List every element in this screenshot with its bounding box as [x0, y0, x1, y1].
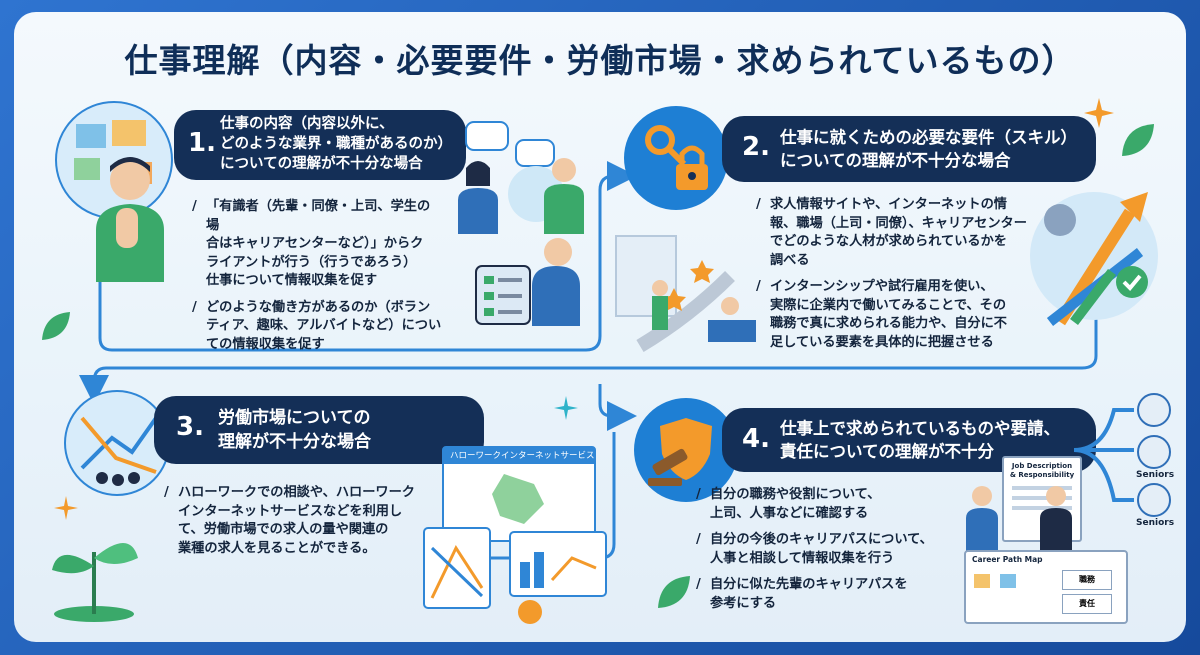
sparkle-icon [1084, 98, 1114, 128]
section1-banner: 1. 仕事の内容（内容以外に、 どのような業界・職種があるのか） についての理解… [174, 110, 466, 180]
section1-number: 1. [188, 128, 216, 158]
seniors-label-2: Seniors [1136, 518, 1175, 528]
leaf-icon [42, 312, 70, 340]
career-path-map-screen: Career Path Map 職務 責任 [964, 550, 1128, 624]
section4-bullet: 自分の今後のキャリアパスについて、 人事と相談して情報収集を行う [696, 531, 956, 568]
growth-arrows-illustration [1030, 192, 1158, 326]
section4-bullet: 自分の職務や役割について、 上司、人事などに確認する [696, 486, 956, 523]
section3-banner: 3. 労働市場についての 理解が不十分な場合 [154, 396, 484, 464]
sparkle-icon [554, 396, 578, 420]
speech-bubble-icon [515, 139, 555, 167]
section1-bullets: 「有識者（先輩・同僚・上司、学生の場 合はキャリアセンターなど）」からク ライア… [192, 198, 442, 362]
section3-bullet: ハローワークでの相談や、ハローワーク インターネットサービスなどを利用し て、労… [164, 484, 454, 558]
leaf-icon [658, 576, 690, 608]
page-title: 仕事理解（内容・必要要件・労働市場・求められているもの） [124, 41, 1076, 80]
sekinin-box: 責任 [1062, 594, 1112, 614]
leaf-icon [1122, 124, 1154, 156]
section2-heading: 仕事に就くための必要な要件（スキル） についての理解が不十分な場合 [780, 128, 1077, 170]
section4-bullets: 自分の職務や役割について、 上司、人事などに確認する 自分の今後のキャリアパスに… [696, 486, 956, 621]
map-icon [112, 120, 146, 146]
connector-2-to-3 [79, 312, 1098, 405]
map-icon [76, 124, 106, 148]
thinking-person-illustration [96, 157, 164, 282]
infographic-card: 仕事理解（内容・必要要件・労働市場・求められているもの） 1. 仕事の内容（内容… [14, 12, 1186, 642]
star-icon [690, 260, 714, 283]
hellowork-window-title: ハローワークインターネットサービス [444, 448, 594, 464]
connector-1-to-2 [98, 161, 637, 352]
career-path-map-label: Career Path Map [972, 555, 1043, 564]
seniors-label-1: Seniors [1136, 470, 1175, 480]
hellowork-window: ハローワークインターネットサービス [442, 446, 596, 542]
section4-number: 4. [742, 424, 770, 454]
internship-illustration [615, 235, 756, 353]
gavel-shield-icon [634, 398, 738, 502]
market-graph-icon [64, 390, 170, 496]
factory-icon [74, 158, 100, 180]
section3-number: 3. [176, 412, 204, 442]
sparkle-icon [54, 496, 78, 520]
gear-icon [1044, 204, 1076, 236]
speech-bubble-icon [465, 121, 509, 151]
section4-heading: 仕事上で求められているものや要請、 責任についての理解が不十分 [780, 419, 1061, 461]
check-icon [1122, 274, 1142, 291]
section3-bullets: ハローワークでの相談や、ハローワーク インターネットサービスなどを利用し て、労… [164, 484, 454, 566]
senior-avatar [1137, 435, 1171, 469]
charts-analysis-illustration [423, 527, 607, 624]
org-node [974, 574, 990, 588]
job-description-label: Job Description & Responsibility [1009, 462, 1075, 479]
section1-bullet: 「有識者（先輩・同僚・上司、学生の場 合はキャリアセンターなど）」からク ライア… [192, 198, 442, 291]
seniors-branch-illustration [1074, 393, 1171, 517]
key-lock-icon [624, 106, 728, 210]
office-meeting-illustration [966, 486, 1072, 552]
japan-map-icon [492, 474, 544, 524]
section4-banner: 4. 仕事上で求められているものや要請、 責任についての理解が不十分 [722, 408, 1096, 472]
people-discussion-illustration [458, 121, 584, 326]
section2-bullets: 求人情報サイトや、インターネットの情 報、職場（上司・同僚）、キャリアセンター … [756, 196, 1036, 360]
section1-heading: 仕事の内容（内容以外に、 どのような業界・職種があるのか） についての理解が不十… [220, 116, 452, 172]
shokumu-box: 職務 [1062, 570, 1112, 590]
section2-number: 2. [742, 132, 770, 162]
plant-illustration [52, 543, 138, 622]
section4-bullet: 自分に似た先輩のキャリアパスを 参考にする [696, 576, 956, 613]
connector-3-to-4 [598, 384, 637, 431]
senior-avatar [1137, 393, 1171, 427]
section3-heading: 労働市場についての 理解が不十分な場合 [218, 408, 371, 452]
section1-bullet: どのような働き方があるのか（ボラン ティア、趣味、アルバイトなど）につい ての情… [192, 299, 442, 355]
senior-avatar [1137, 483, 1171, 517]
section2-bullet: 求人情報サイトや、インターネットの情 報、職場（上司・同僚）、キャリアセンター … [756, 196, 1036, 270]
section2-bullet: インターンシップや試行雇用を使い、 実際に企業内で働いてみることで、その 職務で… [756, 278, 1036, 352]
org-node [1000, 574, 1016, 588]
section2-banner: 2. 仕事に就くための必要な要件（スキル） についての理解が不十分な場合 [722, 116, 1096, 182]
